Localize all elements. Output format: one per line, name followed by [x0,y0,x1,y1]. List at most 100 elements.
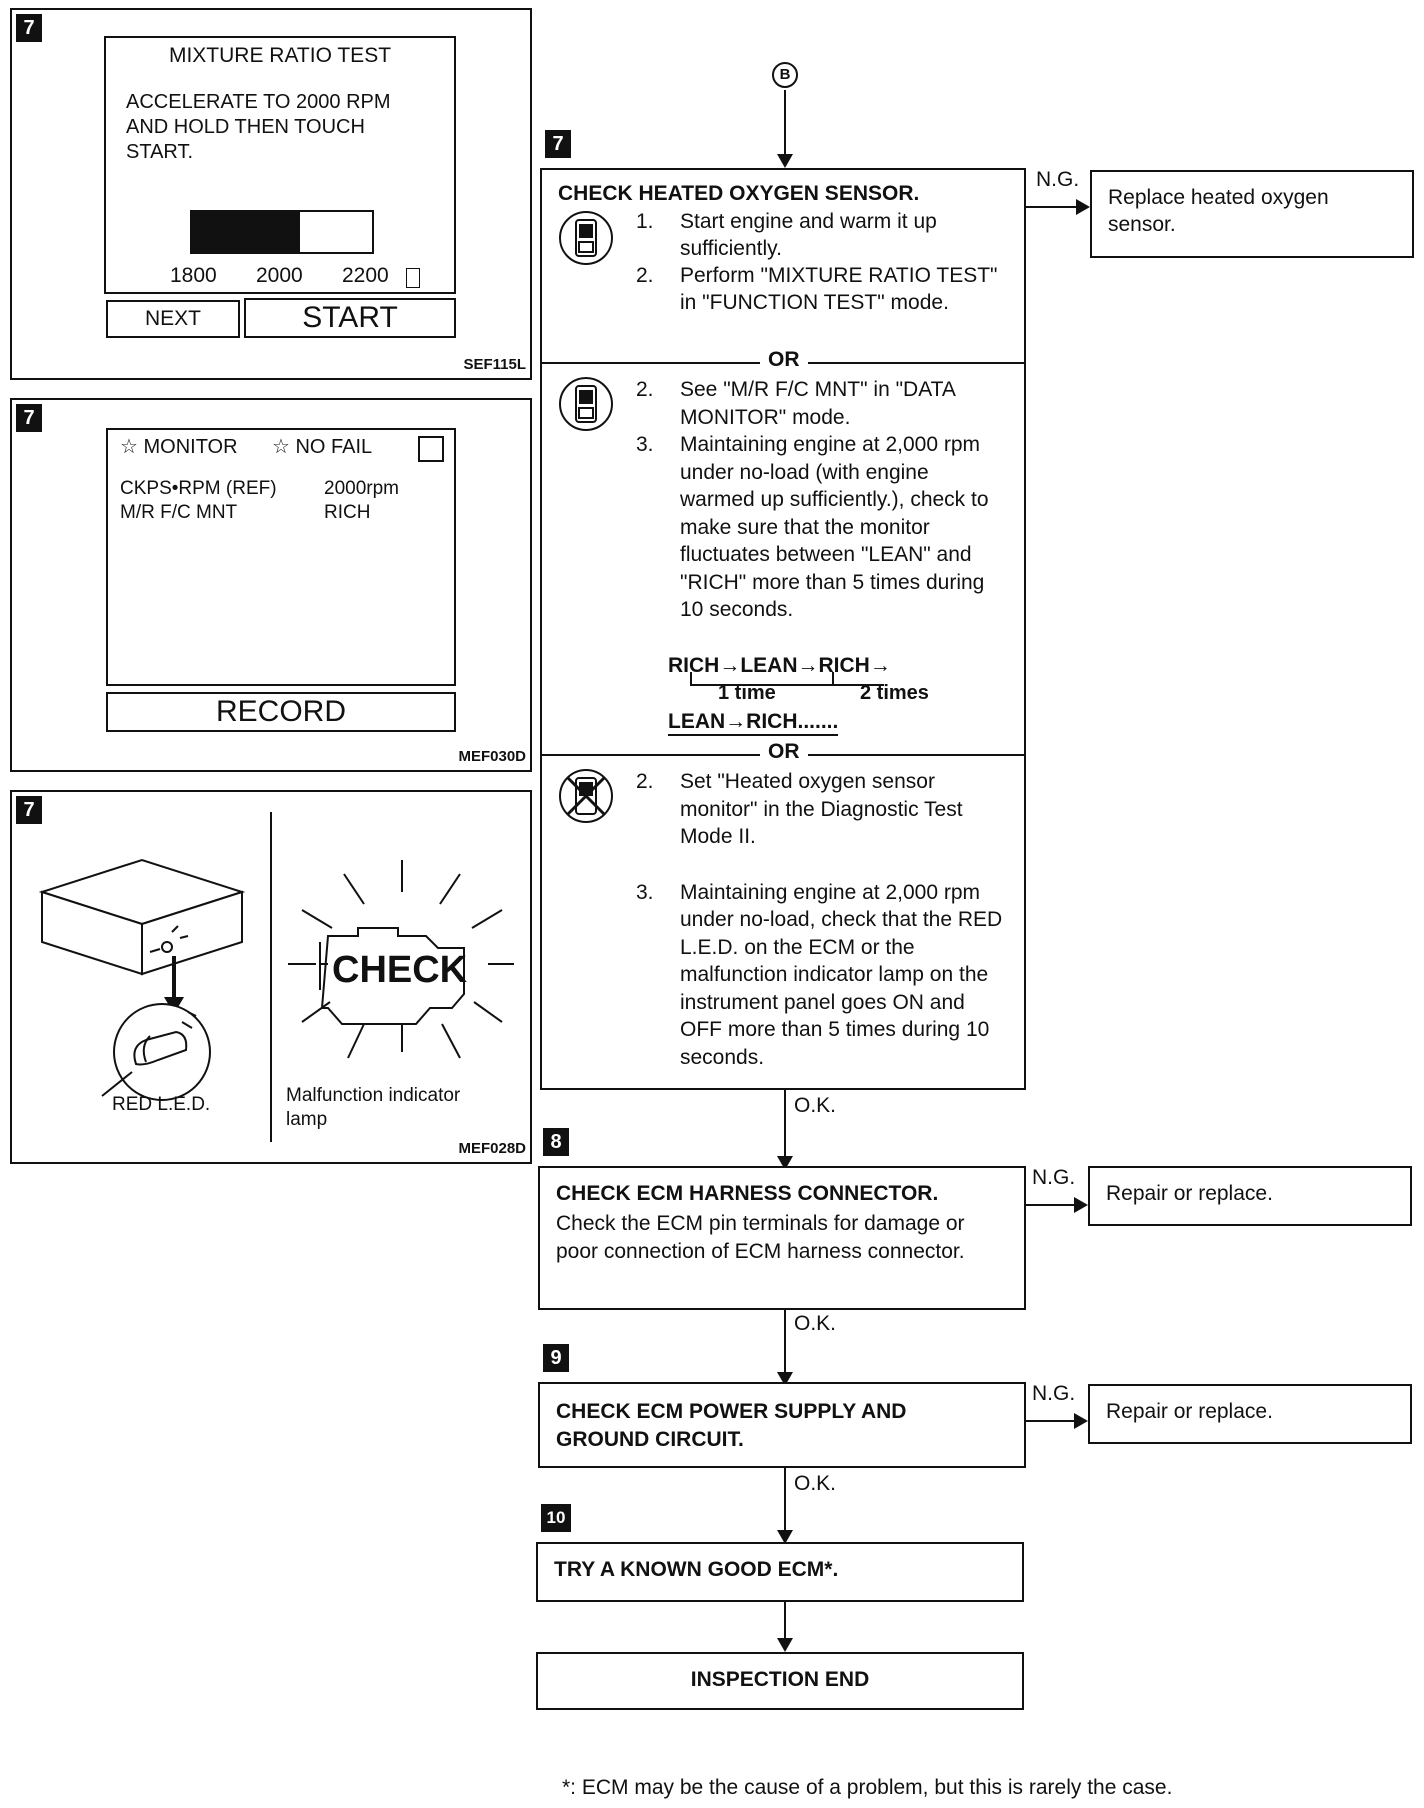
step9-title: CHECK ECM POWER SUPPLY AND GROUND CIRCUI… [556,1398,906,1454]
touch-hand-icon [406,268,420,288]
step7-list-b: 2. See "M/R F/C MNT" in "DATA MONITOR" mo… [636,376,1006,624]
record-button[interactable]: RECORD [106,692,456,732]
ok-label: O.K. [794,1472,837,1495]
ng-action-text: Repair or replace. [1106,1400,1273,1423]
step-badge: 7 [16,404,42,432]
ng-line [1026,1204,1086,1206]
consult-tool-icon [559,377,613,431]
monitor-row-name: CKPS•RPM (REF) [120,478,277,499]
step-badge: 10 [541,1504,571,1532]
start-button[interactable]: START [244,298,456,338]
step7-list-c: 2. Set "Heated oxygen sensor monitor" in … [636,768,1006,1071]
screen-message-line: START. [126,141,194,163]
item-number: 2. [636,770,654,793]
arrow-head [777,1372,793,1386]
mil-label-line: lamp [286,1109,328,1130]
arrow-head [777,1530,793,1544]
consult-tool-icon [559,211,613,265]
next-button[interactable]: NEXT [106,300,240,338]
ng-line [1026,1420,1086,1422]
flow-line [784,1468,786,1538]
sequence-bracket [830,672,884,686]
item-number: 3. [636,433,654,456]
screen-message-line: AND HOLD THEN TOUCH [126,116,365,138]
mil-label-line: Malfunction indicator [286,1085,461,1106]
item-text: See "M/R F/C MNT" in "DATA MONITOR" mode… [680,378,955,429]
or-label: OR [760,740,808,764]
item-number: 2. [636,264,654,287]
monitor-row-value: RICH [324,502,371,523]
step10-box: TRY A KNOWN GOOD ECM*. [536,1542,1024,1602]
step7-box: CHECK HEATED OXYGEN SENSOR. 1.Start engi… [540,168,1026,1090]
step10-title: TRY A KNOWN GOOD ECM*. [554,1558,839,1581]
no-tools-icon [559,769,613,823]
step-badge: 7 [16,14,42,42]
step7-title: CHECK HEATED OXYGEN SENSOR. [558,182,920,205]
red-led-label: RED L.E.D. [112,1094,211,1115]
ng-action-text: Replace heated oxygen sensor. [1108,186,1329,236]
step7-item: 2.Perform "MIXTURE RATIO TEST" in "FUNCT… [636,262,1006,316]
gauge-tick-2000: 2000 [256,264,303,287]
mixture-ratio-test-panel: 7 MIXTURE RATIO TEST ACCELERATE TO 2000 … [10,8,532,380]
check-engine-lamp-icon: CHECK [288,860,514,1059]
sequence-bracket [690,672,834,686]
item-number: 1. [636,210,654,233]
sequence-count: 2 times [860,682,929,704]
step7-item: 3. Maintaining engine at 2,000 rpm under … [636,431,1006,624]
mil-label: Malfunction indicator lamp [286,1084,460,1132]
ng-label: N.G. [1032,1166,1076,1189]
arrow-head [777,1638,793,1652]
step9-title-line: CHECK ECM POWER SUPPLY AND [556,1400,907,1423]
step7-item: 2. See "M/R F/C MNT" in "DATA MONITOR" mo… [636,376,1006,431]
item-number: 2. [636,378,654,401]
flow-line [784,1602,786,1646]
item-number: 3. [636,880,654,904]
item-text: Maintaining engine at 2,000 rpm under no… [680,433,989,621]
step9-title-line: GROUND CIRCUIT. [556,1428,744,1451]
arrow-head [1074,1413,1088,1429]
ng-action-box: Repair or replace. [1088,1384,1412,1444]
screen-message-line: ACCELERATE TO 2000 RPM [126,91,391,113]
ok-label: O.K. [794,1094,837,1117]
arrow-head [1074,1197,1088,1213]
ng-action-text: Repair or replace. [1106,1182,1273,1205]
monitor-label: ☆ MONITOR [120,436,238,458]
ng-label: N.G. [1032,1382,1076,1405]
rpm-gauge-fill [192,212,300,252]
step7-item: 2. Set "Heated oxygen sensor monitor" in … [636,768,1006,851]
step8-box: CHECK ECM HARNESS CONNECTOR. Check the E… [538,1166,1026,1310]
monitor-screen: ☆ MONITOR ☆ NO FAIL CKPS•RPM (REF) 2000r… [106,428,456,686]
step7-list-a: 1.Start engine and warm it up sufficient… [636,208,1006,316]
record-checkbox[interactable] [418,436,444,462]
item-text: Maintaining engine at 2,000 rpm under no… [680,880,1003,1069]
step-badge: 7 [16,796,42,824]
inspection-end-text: INSPECTION END [690,1668,870,1691]
ng-label: N.G. [1036,168,1080,191]
inspection-end-box: INSPECTION END [536,1652,1024,1710]
item-text: Set "Heated oxygen sensor monitor" in th… [680,770,963,848]
ng-line [1026,206,1086,208]
flow-line [784,1310,786,1380]
arrow-head [1076,199,1090,215]
step9-box: CHECK ECM POWER SUPPLY AND GROUND CIRCUI… [538,1382,1026,1468]
step7-item: 1.Start engine and warm it up sufficient… [636,208,1006,262]
ecm-unit-illustration [38,858,246,1101]
rich-lean-sequence: RICH→LEAN→RICH→ [668,654,891,677]
monitor-row-value: 2000rpm [324,478,399,499]
gauge-tick-1800: 1800 [170,264,217,287]
step8-body: Check the ECM pin terminals for damage o… [556,1212,965,1263]
flow-line [784,90,786,160]
step-badge: 9 [543,1344,569,1372]
flow-line [784,1090,786,1164]
screen-message: ACCELERATE TO 2000 RPM AND HOLD THEN TOU… [126,90,391,165]
ng-action-box: Replace heated oxygen sensor. [1090,170,1414,258]
screen-title: MIXTURE RATIO TEST [168,44,392,67]
lean-rich-sequence: LEAN→RICH....... [668,710,839,736]
figure-code: MEF028D [458,1140,526,1157]
arrow-head [777,1156,793,1170]
ng-action-box: Repair or replace. [1088,1166,1412,1226]
step-badge: 8 [543,1128,569,1156]
step-badge: 7 [545,130,571,158]
step8-title: CHECK ECM HARNESS CONNECTOR. [556,1182,939,1205]
step7-item: 3. Maintaining engine at 2,000 rpm under … [636,879,1006,1072]
